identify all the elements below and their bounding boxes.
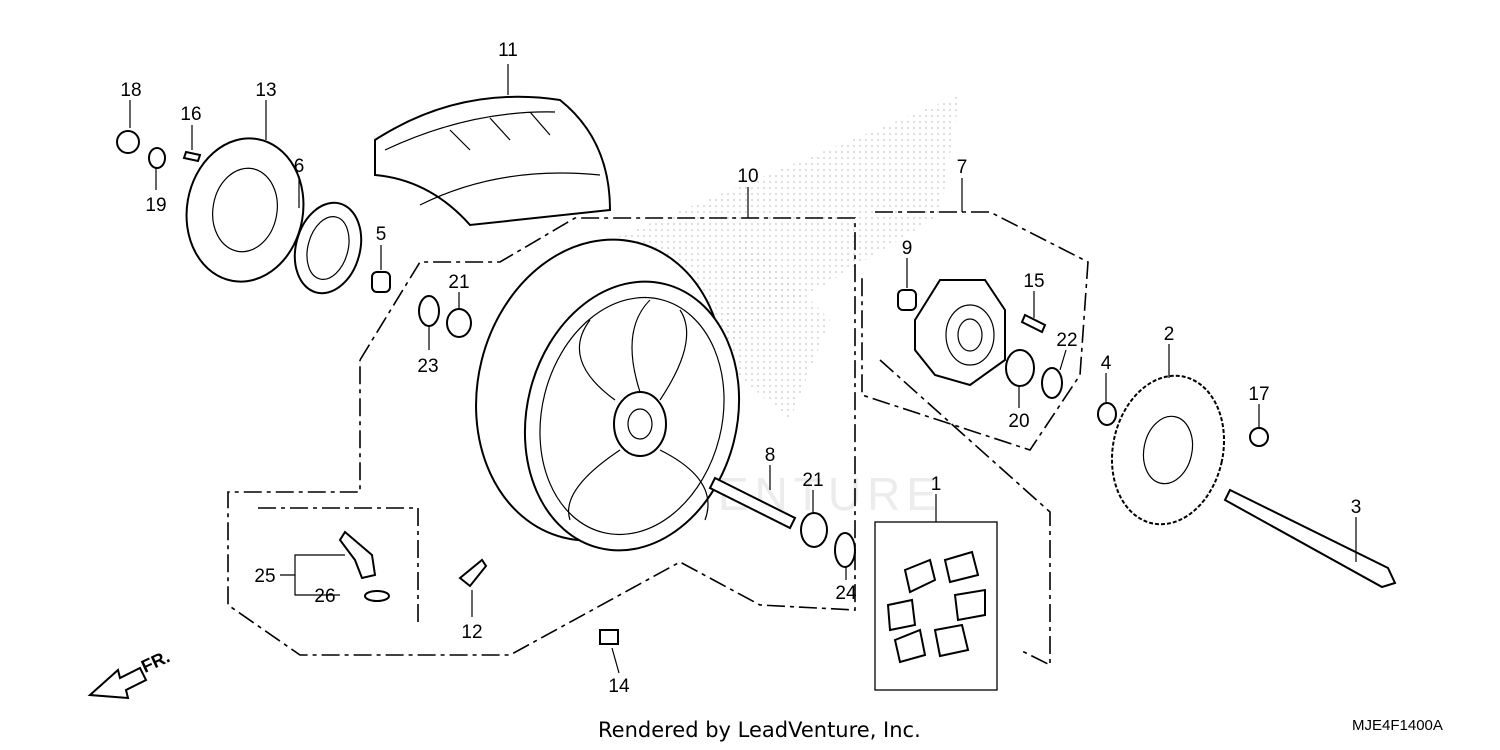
brake-disc: [185, 137, 305, 283]
callout-6: 6: [294, 156, 305, 177]
axle: [1223, 488, 1397, 589]
collar-5: [371, 271, 391, 293]
callout-20: 20: [1008, 411, 1029, 432]
callout-1: 1: [931, 474, 942, 495]
valve-12: [458, 558, 488, 588]
callout-9: 9: [902, 238, 913, 259]
callout-17: 17: [1248, 384, 1269, 405]
seal-22: [1041, 367, 1063, 399]
collar-9: [897, 289, 917, 311]
washer-19: [148, 147, 166, 169]
callout-21-upper: 21: [448, 272, 469, 293]
bearing-21a: [446, 308, 472, 338]
callout-18: 18: [120, 80, 141, 101]
callout-22: 22: [1056, 330, 1077, 351]
wheel-assembly-frame: [227, 217, 856, 656]
oring-26: [364, 590, 390, 602]
dust-seal: [293, 201, 363, 295]
orientation-label: FR.: [138, 646, 173, 676]
sprocket: [1110, 374, 1226, 526]
callout-14: 14: [608, 676, 630, 697]
seal-23: [418, 295, 440, 327]
callout-19: 19: [145, 195, 166, 216]
cush-frame-lead: [879, 359, 1051, 667]
callout-8: 8: [765, 445, 776, 466]
nut-17: [1249, 427, 1269, 447]
nut-18: [116, 130, 140, 154]
damper-rubbers: [886, 550, 986, 664]
oring-24: [834, 532, 856, 568]
bearing-20: [1005, 349, 1035, 387]
leader-lines: [129, 64, 1357, 674]
callout-numbers: 11 18 16 13 6 19 5 21 23 10 7 9 15 22 20…: [120, 40, 1361, 697]
callout-10: 10: [737, 166, 758, 187]
front-arrow: FR.: [87, 646, 173, 700]
bearing-21b: [800, 512, 828, 548]
render-credit: Rendered by LeadVenture, Inc.: [598, 718, 921, 742]
callout-24: 24: [835, 583, 857, 604]
callout-2: 2: [1164, 324, 1175, 345]
callout-26: 26: [314, 586, 335, 607]
callout-11: 11: [498, 40, 518, 61]
stud-15: [1020, 313, 1047, 334]
callout-5: 5: [376, 224, 387, 245]
balance-weight-14: [599, 629, 619, 645]
callout-3: 3: [1351, 497, 1362, 518]
callout-25: 25: [254, 566, 275, 587]
washer-4: [1097, 402, 1117, 426]
diagram-code: MJE4F1400A: [1352, 717, 1443, 734]
valve-assembly-frame: [258, 507, 419, 625]
callout-15: 15: [1023, 271, 1044, 292]
callout-7: 7: [957, 157, 968, 178]
driven-flange: [914, 279, 1006, 387]
bolt-16: [182, 150, 202, 163]
tire: [374, 95, 612, 227]
callout-4: 4: [1101, 353, 1112, 374]
rear-wheel: [475, 238, 741, 552]
collar-8: [708, 476, 797, 530]
callout-23: 23: [417, 356, 438, 377]
callout-21-lower: 21: [802, 470, 823, 491]
callout-12: 12: [461, 622, 482, 643]
callout-13: 13: [255, 80, 276, 101]
valve-25: [338, 530, 377, 580]
callout-16: 16: [180, 104, 201, 125]
